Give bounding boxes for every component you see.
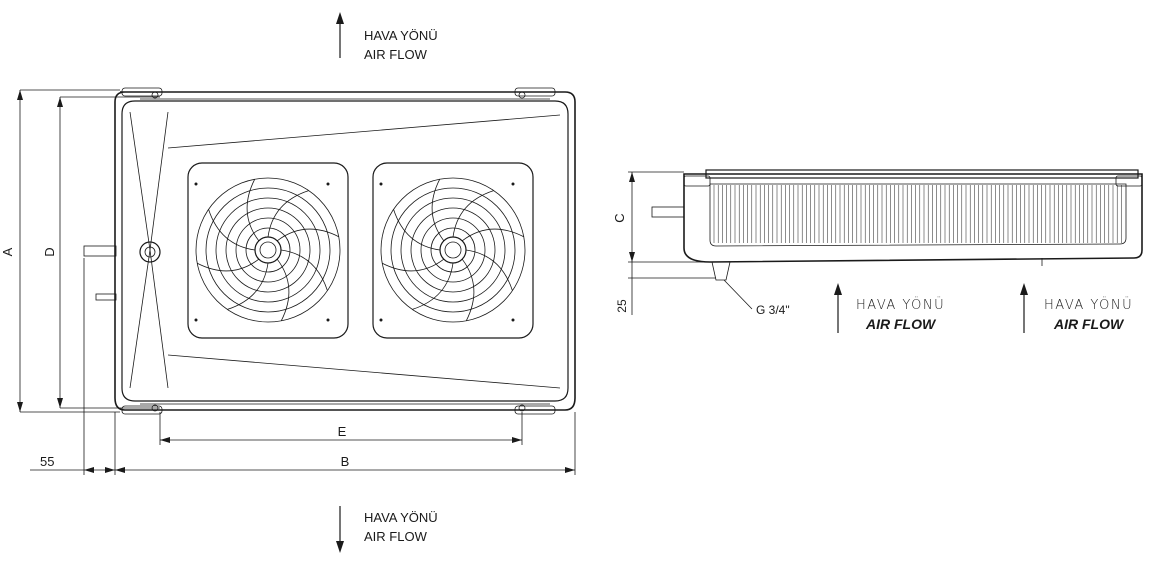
side-view: C 25 G 3/4" HAVA YÖNÜ AIR FLOW HAVA YÖNÜ… [612, 169, 1143, 333]
dimension-a [17, 89, 120, 413]
unit-frame [83, 87, 576, 415]
side-airflow-arrow-left [834, 283, 842, 333]
dimension-e [159, 412, 523, 445]
coil-fins [713, 185, 1122, 243]
side-airflow-right-label-tr: HAVA YÖNÜ [1044, 297, 1133, 313]
airflow-top-label-tr: HAVA YÖNÜ [364, 28, 438, 43]
dimension-a-label: A [0, 247, 15, 256]
drain-connection-label: G 3/4" [756, 303, 790, 317]
side-airflow-left-label-en: AIR FLOW [865, 316, 937, 332]
fan-guard-1 [187, 162, 349, 339]
side-airflow-arrow-right [1020, 283, 1028, 333]
fan-guard-2 [372, 162, 534, 339]
dimension-b [30, 258, 576, 475]
dimension-offset-label: 55 [40, 454, 54, 469]
dimension-d-label: D [42, 247, 57, 256]
side-airflow-right-label-en: AIR FLOW [1053, 316, 1125, 332]
airflow-arrow-bottom [336, 506, 344, 553]
dimension-drain-label: 25 [615, 299, 629, 313]
side-airflow-left-label-tr: HAVA YÖNÜ [856, 297, 945, 313]
top-view: HAVA YÖNÜ AIR FLOW [0, 12, 576, 553]
airflow-arrow-top [336, 12, 344, 58]
dimension-e-label: E [338, 424, 347, 439]
fan-guards [187, 162, 534, 339]
dimension-b-label: B [341, 454, 350, 469]
dimension-c [628, 171, 716, 315]
airflow-bottom-label-en: AIR FLOW [364, 529, 428, 544]
dimension-c-label: C [612, 213, 627, 222]
airflow-bottom-label-tr: HAVA YÖNÜ [364, 510, 438, 525]
airflow-top-label-en: AIR FLOW [364, 47, 428, 62]
dimension-d [57, 96, 160, 409]
